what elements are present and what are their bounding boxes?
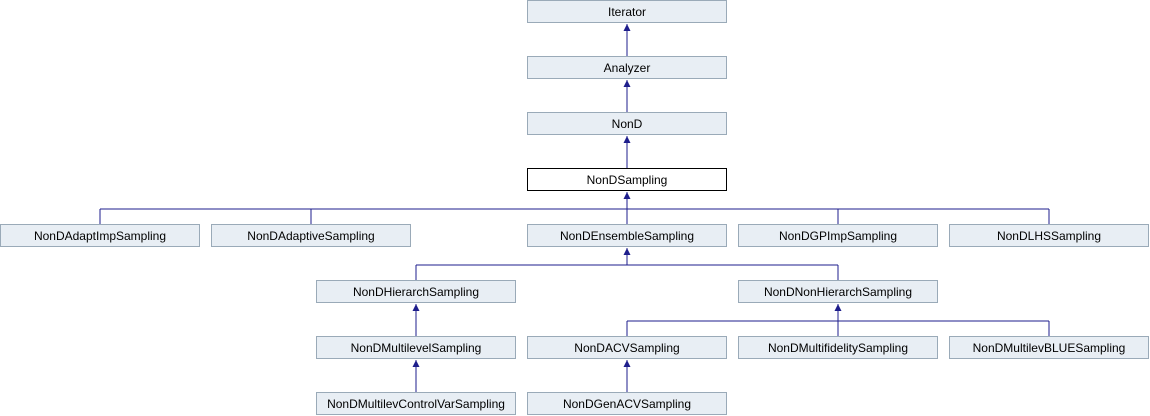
class-node-nondacvsampling[interactable]: NonDACVSampling xyxy=(527,336,727,359)
class-node-nondgpimpsampling[interactable]: NonDGPImpSampling xyxy=(738,224,938,247)
class-node-nondnonhierarchsampling[interactable]: NonDNonHierarchSampling xyxy=(738,280,938,303)
class-node-nond[interactable]: NonD xyxy=(527,112,727,135)
class-node-nondadaptivesampling[interactable]: NonDAdaptiveSampling xyxy=(211,224,411,247)
class-node-nondmultilevblueSampling[interactable]: NonDMultilevBLUESampling xyxy=(949,336,1149,359)
class-node-nondadaptimpsampling[interactable]: NonDAdaptImpSampling xyxy=(0,224,200,247)
class-node-nondsampling: NonDSampling xyxy=(527,168,727,191)
class-node-analyzer[interactable]: Analyzer xyxy=(527,56,727,79)
edge-group-to-nondnonhierarchsampling xyxy=(626,304,1050,336)
class-node-nondlhssampling[interactable]: NonDLHSSampling xyxy=(949,224,1149,247)
class-node-nondmultilevcontrolvarsampling[interactable]: NonDMultilevControlVarSampling xyxy=(316,392,516,415)
class-node-nondhierarchsampling[interactable]: NonDHierarchSampling xyxy=(316,280,516,303)
class-node-nondgenacvsampling[interactable]: NonDGenACVSampling xyxy=(527,392,727,415)
edge-group-to-nondensemblesampling xyxy=(415,248,839,280)
edge-group-to-nondsampling xyxy=(99,192,1050,224)
class-node-nondmultifidelitysampling[interactable]: NonDMultifidelitySampling xyxy=(738,336,938,359)
class-node-nondmultilevelsampling[interactable]: NonDMultilevelSampling xyxy=(316,336,516,359)
class-node-nondensemblesampling[interactable]: NonDEnsembleSampling xyxy=(527,224,727,247)
class-node-iterator[interactable]: Iterator xyxy=(527,0,727,23)
